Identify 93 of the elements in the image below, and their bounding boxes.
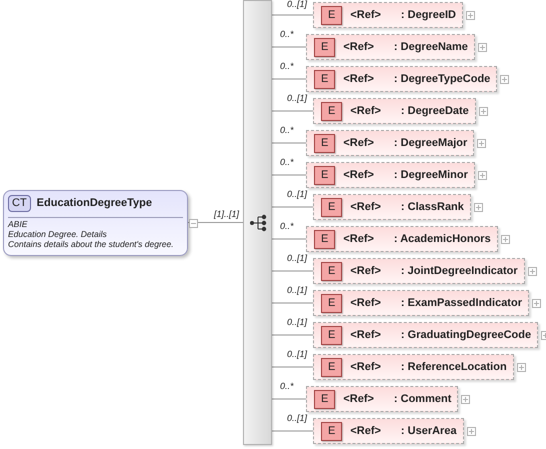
element-name: : AcademicHonors bbox=[394, 234, 491, 244]
element-box bbox=[313, 2, 463, 28]
element-box bbox=[306, 34, 475, 60]
ref-label: <Ref> bbox=[350, 266, 381, 276]
element-box bbox=[306, 130, 474, 156]
element-badge: E bbox=[321, 198, 342, 216]
edge-label: 0..* bbox=[280, 158, 294, 167]
edge-label: 0..[1] bbox=[287, 286, 308, 295]
connector-line bbox=[272, 238, 306, 240]
connector-line bbox=[272, 14, 314, 16]
edge-label: 0..[1] bbox=[287, 318, 308, 327]
element-name: : DegreeMajor bbox=[394, 138, 468, 148]
element-badge: E bbox=[314, 38, 336, 56]
edge-label: 0..* bbox=[280, 222, 294, 231]
element-badge: E bbox=[314, 230, 336, 248]
edge-label: 0..[1] bbox=[287, 350, 308, 359]
element-box bbox=[306, 226, 498, 252]
element-box bbox=[313, 354, 514, 380]
element-box bbox=[313, 418, 464, 444]
element-badge: E bbox=[314, 166, 336, 184]
edge-label: 0..* bbox=[280, 30, 294, 39]
ref-label: <Ref> bbox=[350, 426, 381, 436]
element-name: : UserArea bbox=[400, 426, 457, 436]
element-box bbox=[313, 98, 476, 124]
complex-type-box bbox=[3, 190, 188, 256]
element-name: : Comment bbox=[394, 394, 452, 404]
element-box bbox=[306, 386, 458, 412]
type-badge: CT bbox=[8, 195, 31, 212]
element-name: : ReferenceLocation bbox=[400, 362, 507, 372]
connector-line bbox=[272, 78, 306, 80]
description-text: Education Degree. Details bbox=[8, 229, 108, 239]
ref-label: <Ref> bbox=[350, 362, 381, 372]
element-name: : DegreeName bbox=[394, 42, 468, 52]
ref-label: <Ref> bbox=[343, 74, 374, 84]
connector-line bbox=[272, 270, 314, 272]
ref-label: <Ref> bbox=[350, 202, 381, 212]
element-name: : DegreeID bbox=[400, 10, 456, 20]
connector-line bbox=[188, 222, 244, 223]
element-badge: E bbox=[321, 422, 342, 440]
element-box bbox=[313, 258, 525, 284]
edge-label: 0..* bbox=[280, 62, 294, 71]
element-box bbox=[306, 162, 475, 188]
description-text: Contains details about the student's degree. bbox=[8, 239, 175, 249]
ref-label: <Ref> bbox=[343, 234, 374, 244]
connector-line bbox=[272, 366, 314, 368]
element-name: : DegreeTypeCode bbox=[394, 74, 490, 84]
edge-label: 0..[1] bbox=[287, 190, 308, 199]
element-box bbox=[313, 322, 538, 348]
connector-line bbox=[272, 302, 314, 304]
ref-label: <Ref> bbox=[343, 394, 374, 404]
element-box bbox=[306, 66, 498, 92]
element-box bbox=[313, 290, 529, 316]
type-title: EducationDegreeType bbox=[36, 198, 152, 209]
element-badge: E bbox=[321, 102, 342, 120]
element-badge: E bbox=[314, 134, 336, 152]
element-badge: E bbox=[321, 358, 342, 376]
element-badge: E bbox=[321, 326, 342, 344]
ref-label: <Ref> bbox=[343, 138, 374, 148]
connector-line bbox=[272, 398, 306, 400]
element-badge: E bbox=[321, 294, 342, 312]
edge-label: 0..[1] bbox=[287, 0, 308, 9]
connector-line bbox=[272, 430, 314, 432]
ref-label: <Ref> bbox=[350, 330, 381, 340]
element-name: : ClassRank bbox=[400, 202, 464, 212]
connector-line bbox=[272, 334, 314, 336]
connector-line bbox=[272, 206, 314, 208]
connector-line bbox=[272, 110, 314, 112]
connector-line bbox=[272, 46, 306, 48]
connector-line bbox=[272, 142, 306, 144]
element-badge: E bbox=[321, 6, 342, 24]
description-text: ABIE bbox=[8, 219, 28, 229]
ref-label: <Ref> bbox=[350, 106, 381, 116]
sequence-bar bbox=[243, 0, 272, 445]
element-name: : DegreeMinor bbox=[394, 170, 468, 180]
ref-label: <Ref> bbox=[343, 42, 374, 52]
edge-label: 0..* bbox=[280, 382, 294, 391]
element-badge: E bbox=[321, 262, 342, 280]
edge-label: 0..[1] bbox=[287, 94, 308, 103]
element-name: : JointDegreeIndicator bbox=[400, 266, 518, 276]
element-name: : GraduatingDegreeCode bbox=[400, 330, 532, 340]
edge-label: 0..[1] bbox=[287, 414, 308, 423]
element-badge: E bbox=[314, 390, 336, 408]
ref-label: <Ref> bbox=[350, 298, 381, 308]
edge-label: 0..[1] bbox=[287, 254, 308, 263]
ref-label: <Ref> bbox=[350, 10, 381, 20]
element-name: : ExamPassedIndicator bbox=[400, 298, 522, 308]
element-name: : DegreeDate bbox=[400, 106, 469, 116]
connector-line bbox=[272, 174, 306, 176]
element-box bbox=[313, 194, 471, 220]
edge-label: 0..* bbox=[280, 126, 294, 135]
element-badge: E bbox=[314, 70, 336, 88]
edge-label: [1]..[1] bbox=[214, 210, 240, 218]
ref-label: <Ref> bbox=[343, 170, 374, 180]
